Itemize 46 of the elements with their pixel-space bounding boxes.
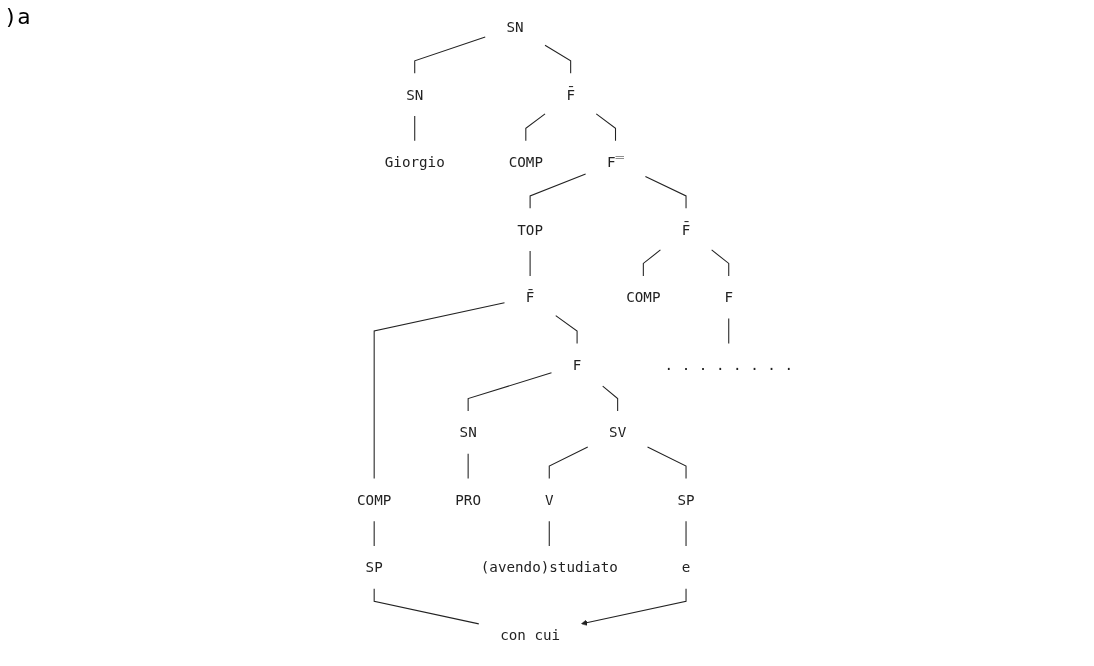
connector (529, 250, 531, 277)
node-text: e (681, 558, 691, 576)
example-label: )a (4, 4, 31, 29)
connector (642, 249, 661, 277)
node-text: COMP (357, 491, 392, 509)
connector (467, 453, 469, 480)
connector (525, 113, 546, 142)
connector (647, 446, 687, 480)
node-text: . . . . . . . . (664, 356, 793, 374)
connector (602, 385, 619, 412)
arrow (581, 588, 687, 626)
node-text: Giorgio (384, 153, 445, 171)
connector (644, 175, 687, 209)
node-text: F̄ (681, 221, 691, 239)
connector (414, 36, 486, 74)
node-text: PRO (455, 491, 481, 509)
connector (728, 318, 730, 344)
connector (467, 372, 552, 412)
node-text: F (724, 288, 734, 306)
connector (373, 520, 375, 547)
connector (548, 446, 589, 480)
node-text: SN (406, 86, 424, 104)
node-text: SP (365, 558, 383, 576)
connector (529, 173, 587, 209)
connector (544, 44, 572, 74)
node-text: V (544, 491, 554, 509)
node-text: F (572, 356, 582, 374)
node-text: con cui (500, 626, 561, 644)
node-text: COMP (626, 288, 661, 306)
connector (548, 520, 550, 547)
connector (373, 302, 506, 480)
connector (373, 588, 480, 625)
node-text: (avendo)studiato (480, 558, 618, 576)
node-text: SP (677, 491, 695, 509)
node-text: TOP (517, 221, 543, 239)
connector (711, 249, 730, 277)
node-text: SN (459, 423, 477, 441)
node-text: F̄ (566, 86, 575, 104)
node-text: COMP (508, 153, 543, 171)
node-text: SV (609, 423, 627, 441)
node-text: SN (506, 18, 524, 36)
connector (595, 113, 617, 142)
connector (555, 315, 578, 344)
node-text: F̄ (525, 288, 535, 306)
node-text: F̿ (606, 153, 625, 171)
connector (414, 115, 416, 142)
